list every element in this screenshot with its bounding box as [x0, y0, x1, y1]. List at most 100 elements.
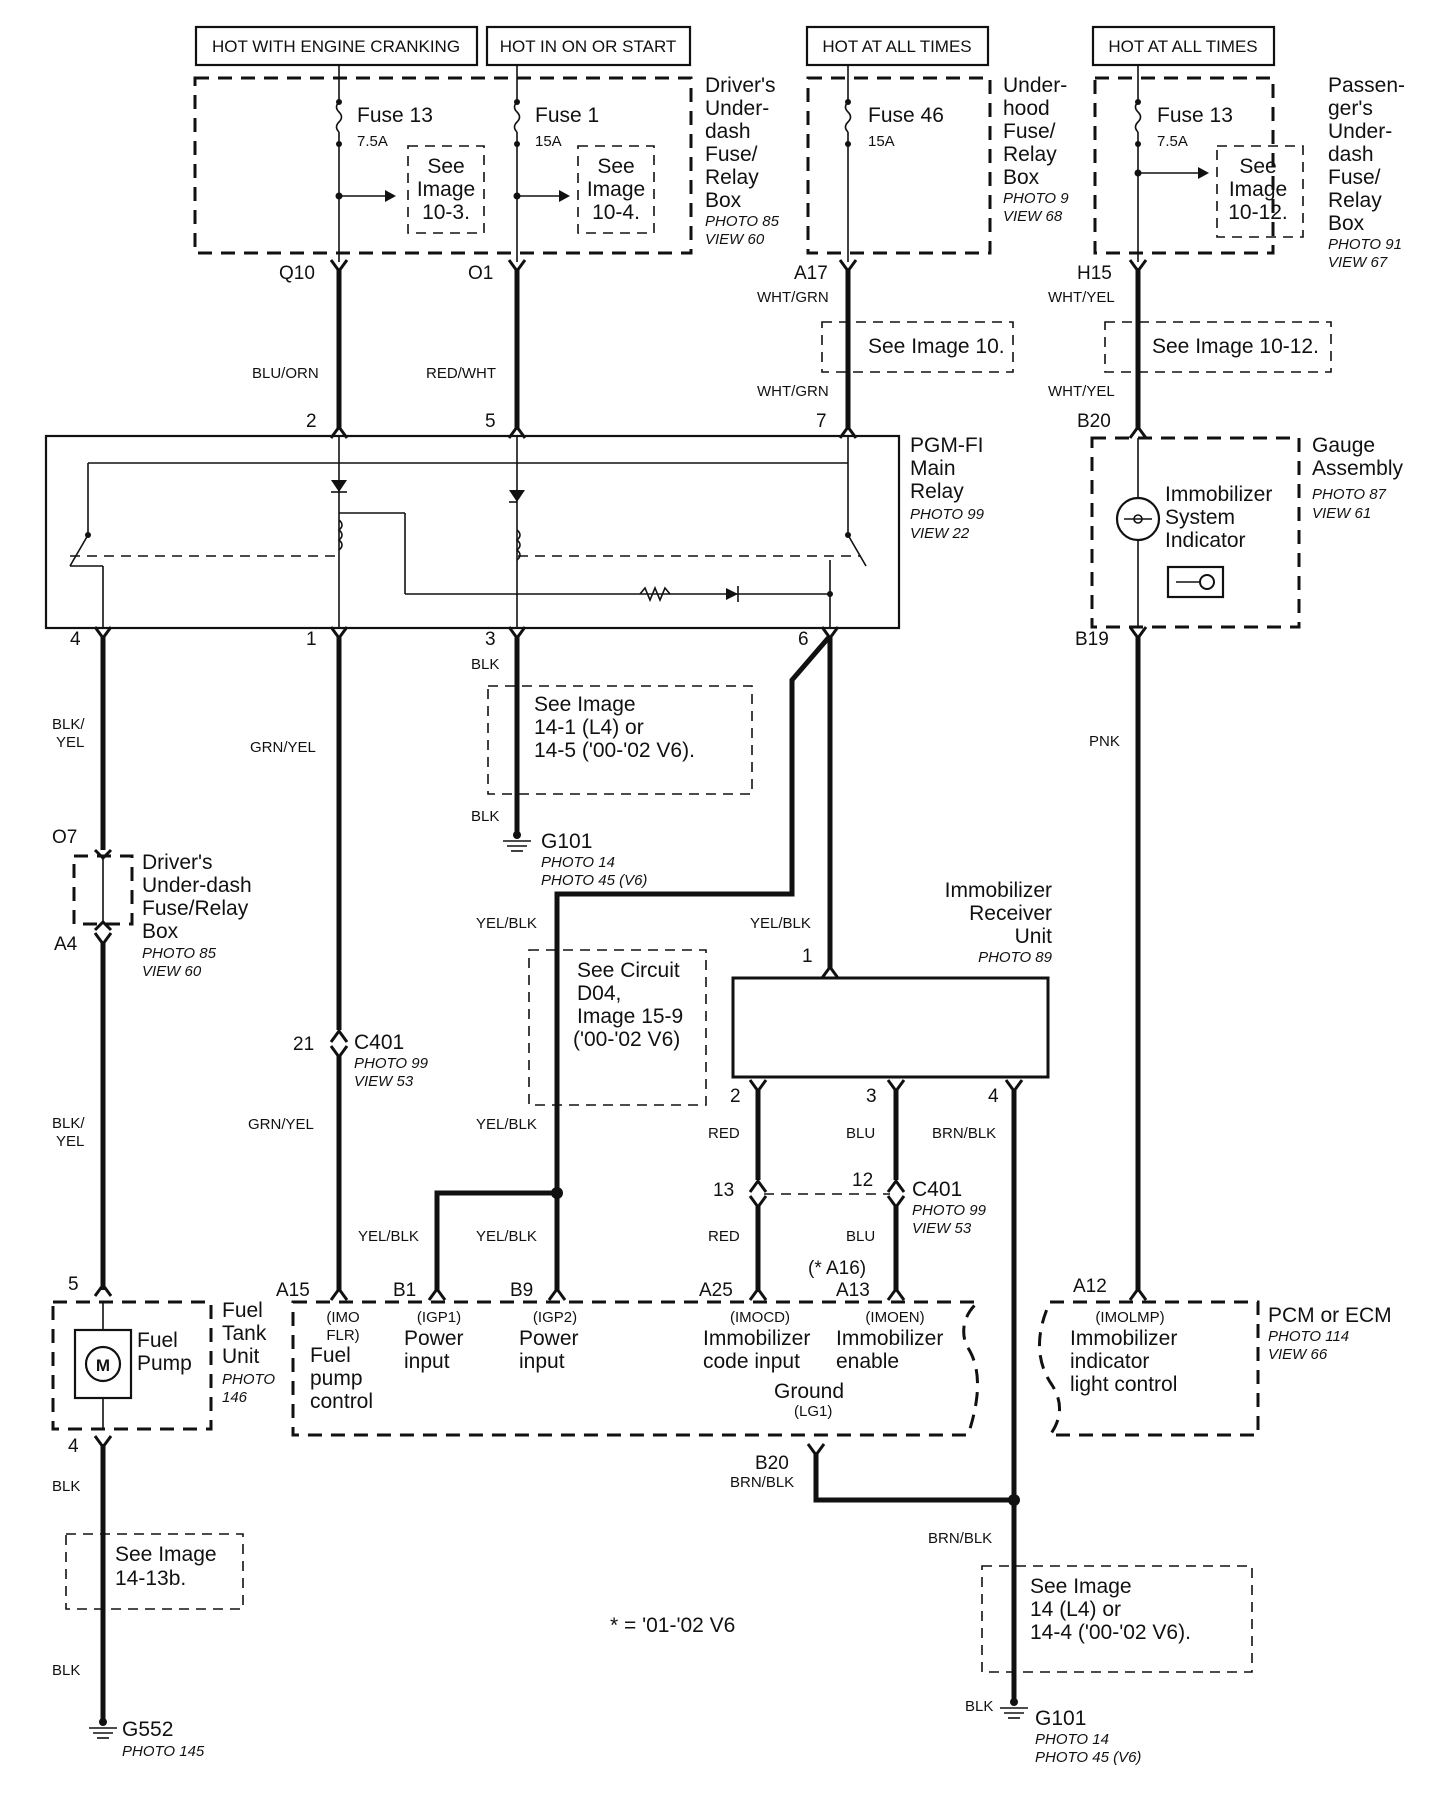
term-imo-flr-1: (IMO [326, 1309, 359, 1326]
term-igp1-3: input [404, 1350, 450, 1373]
pcm-pin-a15: A15 [276, 1280, 310, 1301]
relay-pin-2: 2 [306, 411, 317, 432]
fuel-pump-circuit: BLK/ YEL BLK/ YEL O7 A4 Driver's Under-d… [51, 636, 275, 1760]
see-image-14-1: See Image [1030, 1575, 1132, 1598]
pcm-name: PCM or ECM [1268, 1304, 1392, 1327]
see-image-10-4-line1: See [597, 155, 634, 178]
passenger-name-5: Fuse/ [1328, 166, 1381, 189]
fuel-tank-name-1: Fuel [222, 1299, 263, 1322]
wire-blk-yel-2b: YEL [56, 1133, 84, 1150]
relay-photo: PHOTO 99 [910, 506, 985, 523]
wire-blk-relay-1: BLK [471, 656, 499, 673]
underhood-name-1: Under- [1003, 74, 1067, 97]
drivers-box-small-view: VIEW 60 [142, 963, 202, 980]
indicator-bulb-icon [1115, 496, 1161, 542]
term-ground-1: Ground [774, 1380, 844, 1403]
drivers-box-small-1: Driver's [142, 851, 213, 874]
wire-red-2: RED [708, 1228, 740, 1245]
term-imoen-3: enable [836, 1350, 899, 1373]
drivers-box-name-2: Under- [705, 97, 769, 120]
wire-blk-ground: BLK [965, 1698, 993, 1715]
g101-photo-a1: PHOTO 14 [541, 854, 615, 871]
pcm-ground-wire: BRN/BLK BRN/BLK See Image 14 (L4) or 14-… [730, 1452, 1253, 1766]
term-imocd-1: (IMOCD) [730, 1309, 790, 1326]
wire-blk-yel-2a: BLK/ [52, 1115, 85, 1132]
pcm-pin-b20: B20 [755, 1453, 789, 1474]
see-circuit-d04-2: D04, [577, 982, 621, 1005]
relay-name-2: Main [910, 457, 956, 480]
pcm-pin-a16: (* A16) [808, 1258, 866, 1279]
underhood-view: VIEW 68 [1003, 208, 1063, 225]
see-image-14-1-a: See Image [534, 693, 636, 716]
pin-a4: A4 [54, 934, 78, 955]
wire-blk-pump-2: BLK [52, 1662, 80, 1679]
receiver-pin-4: 4 [988, 1086, 999, 1107]
wire-wht-grn-bottom: WHT/GRN [757, 383, 829, 400]
drivers-box-name-4: Fuse/ [705, 143, 758, 166]
header-all-times-2: HOT AT ALL TIMES [1108, 37, 1257, 56]
term-imolmp-3: indicator [1070, 1350, 1149, 1373]
indicator-line-1: Immobilizer [1165, 483, 1272, 506]
passenger-name-1: Passen- [1328, 74, 1405, 97]
receiver-photo: PHOTO 89 [978, 949, 1053, 966]
header-all-times-1: HOT AT ALL TIMES [822, 37, 971, 56]
fuel-pump-control-wire: GRN/YEL GRN/YEL 21 C401 PHOTO 99 VIEW 53 [248, 636, 429, 1292]
see-image-14-1-c: 14-5 ('00-'02 V6). [534, 739, 695, 762]
see-image-10-3-line2: Image [417, 178, 475, 201]
receiver-name-3: Unit [1015, 925, 1053, 948]
see-image-14-13b-2: 14-13b. [115, 1567, 186, 1590]
term-igp1-2: Power [404, 1327, 464, 1350]
pgm-fi-main-relay: PGM-FI Main Relay PHOTO 99 VIEW 22 2 5 7… [44, 411, 985, 650]
pcm-pin-a12: A12 [1073, 1276, 1107, 1297]
pcm-ecm: A15 B1 B9 A25 (* A16) A13 A12 B20 (IMO F… [276, 1258, 1392, 1474]
c401-label-b: C401 [912, 1178, 962, 1201]
pump-name-2: Pump [137, 1352, 192, 1375]
relay-ground-wire: BLK BLK See Image 14-1 (L4) or 14-5 ('00… [471, 636, 753, 889]
see-image-10-3-line3: 10-3. [422, 201, 470, 224]
drivers-box-name-3: dash [705, 120, 751, 143]
term-igp2-3: input [519, 1350, 565, 1373]
wire-brn-blk-1: BRN/BLK [932, 1125, 996, 1142]
fuse-13-label: Fuse 13 [357, 104, 433, 127]
wire-yel-blk-1: YEL/BLK [476, 915, 537, 932]
gauge-assembly: Gauge Assembly PHOTO 87 VIEW 61 Immobili… [1075, 411, 1404, 650]
passenger-name-6: Relay [1328, 189, 1382, 212]
relay-pin-7: 7 [816, 411, 827, 432]
wire-yel-blk-4: YEL/BLK [358, 1228, 419, 1245]
term-imo-flr-4: pump [310, 1367, 363, 1390]
fuel-tank-photo-2: 146 [222, 1389, 248, 1406]
c401-view-b: VIEW 53 [912, 1220, 972, 1237]
wire-pnk: PNK [1089, 733, 1120, 750]
term-igp2-2: Power [519, 1327, 579, 1350]
drivers-box-small-3: Fuse/Relay [142, 897, 249, 920]
fuse-1-rating: 15A [535, 133, 562, 150]
fuse-46-rating: 15A [868, 133, 895, 150]
term-imocd-3: code input [703, 1350, 800, 1373]
fuel-tank-pin-4: 4 [68, 1436, 79, 1457]
wire-yel-blk-5: YEL/BLK [476, 1228, 537, 1245]
term-igp1-1: (IGP1) [417, 1309, 461, 1326]
relay-name-3: Relay [910, 480, 964, 503]
fuel-pump-body [73, 1328, 133, 1400]
wire-yel-blk-2: YEL/BLK [750, 915, 811, 932]
pcm-pin-b1: B1 [393, 1280, 416, 1301]
indicator-line-3: Indicator [1165, 529, 1246, 552]
pcm-pin-a13: A13 [836, 1280, 870, 1301]
see-image-10: See Image 10. [868, 335, 1005, 358]
term-imolmp-1: (IMOLMP) [1095, 1309, 1164, 1326]
receiver-pin-2: 2 [730, 1086, 741, 1107]
c401-pin-12: 12 [852, 1170, 873, 1191]
underhood-name-3: Fuse/ [1003, 120, 1056, 143]
underhood-fuse-box: Fuse 46 15A Under- hood Fuse/ Relay Box … [794, 65, 1069, 284]
drivers-box-small-photo: PHOTO 85 [142, 945, 217, 962]
fuel-tank-name-3: Unit [222, 1345, 260, 1368]
term-imo-flr-2: FLR) [326, 1327, 359, 1344]
c401-photo-b: PHOTO 99 [912, 1202, 987, 1219]
underhood-name-4: Relay [1003, 143, 1057, 166]
gauge-view: VIEW 61 [1312, 505, 1371, 522]
wire-wht-grn-top: WHT/GRN [757, 289, 829, 306]
passenger-name-4: dash [1328, 143, 1374, 166]
pin-o1: O1 [468, 263, 493, 284]
c401-view-a: VIEW 53 [354, 1073, 414, 1090]
relay-pin-3: 3 [485, 629, 496, 650]
